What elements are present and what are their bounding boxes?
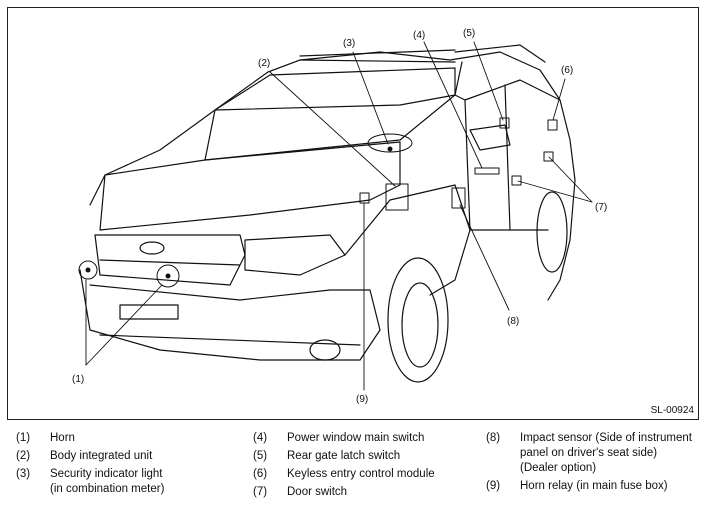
legend-text: Body integrated unit: [50, 450, 153, 462]
callout-7: (7): [595, 202, 607, 213]
legend-item: (5) Rear gate latch switch: [253, 449, 478, 464]
callout-2: (2): [258, 58, 270, 69]
body-integrated-unit-marker: [385, 183, 409, 211]
figure-code: SL-00924: [650, 405, 694, 416]
callout-labels: (1) (2) (3) (4) (5) (6) (7) (8) (9): [72, 28, 607, 405]
legend-item: (7) Door switch: [253, 485, 478, 500]
legend-item: (8) Impact sensor (Side of instrument pa…: [486, 431, 708, 476]
legend-item: (2) Body integrated unit: [16, 449, 236, 464]
vehicle-body-outline: [79, 44, 576, 383]
callout-4: (4): [413, 30, 425, 41]
legend-number: (2): [16, 450, 31, 462]
legend-number: (3): [16, 468, 31, 480]
door-switch-marker-a: [543, 151, 554, 162]
legend-number: (4): [253, 432, 268, 444]
callout-3: (3): [343, 38, 355, 49]
legend-number: (8): [486, 432, 501, 444]
legend-number: (9): [486, 480, 501, 492]
legend-text: Impact sensor (Side of instrument panel …: [520, 432, 692, 474]
legend-number: (1): [16, 432, 31, 444]
legend-text: Power window main switch: [287, 432, 425, 444]
legend-column-2: (4) Power window main switch (5) Rear ga…: [253, 431, 478, 500]
legend-text: Horn: [50, 432, 75, 444]
horn-left-marker: [78, 260, 98, 280]
door-switch-marker-b: [511, 175, 522, 186]
callout-8: (8): [507, 316, 519, 327]
legend-item: (3) Security indicator light (in combina…: [16, 467, 236, 497]
legend-item: (6) Keyless entry control module: [253, 467, 478, 482]
horn-relay-marker: [359, 192, 370, 204]
diagram-frame: [7, 7, 699, 420]
callout-5: (5): [463, 28, 475, 39]
leader-lines: [85, 41, 593, 391]
vehicle-diagram: (1) (2) (3) (4) (5) (6) (7) (8) (9): [72, 28, 607, 405]
callout-9: (9): [356, 394, 368, 405]
legend-text: Security indicator light (in combination…: [50, 468, 165, 495]
rear-gate-latch-marker: [499, 117, 510, 129]
component-markers: [78, 117, 558, 288]
legend-text: Rear gate latch switch: [287, 450, 401, 462]
legend-item: (1) Horn: [16, 431, 236, 446]
legend-column-3: (8) Impact sensor (Side of instrument pa…: [486, 431, 708, 494]
legend-text: Keyless entry control module: [287, 468, 435, 480]
keyless-entry-module-marker: [547, 119, 558, 131]
power-window-switch-marker: [474, 167, 500, 175]
legend-item: (9) Horn relay (in main fuse box): [486, 479, 708, 494]
legend-text: Horn relay (in main fuse box): [520, 480, 668, 492]
legend-text: Door switch: [287, 486, 348, 498]
legend-column-1: (1) Horn (2) Body integrated unit (3) Se…: [16, 431, 236, 497]
callout-6: (6): [561, 65, 573, 76]
security-indicator-marker: [367, 133, 413, 153]
legend-number: (7): [253, 486, 268, 498]
legend-number: (6): [253, 468, 268, 480]
horn-right-marker: [156, 264, 180, 288]
impact-sensor-marker: [451, 187, 466, 209]
callout-1: (1): [72, 374, 84, 385]
legend-number: (5): [253, 450, 268, 462]
legend-item: (4) Power window main switch: [253, 431, 478, 446]
